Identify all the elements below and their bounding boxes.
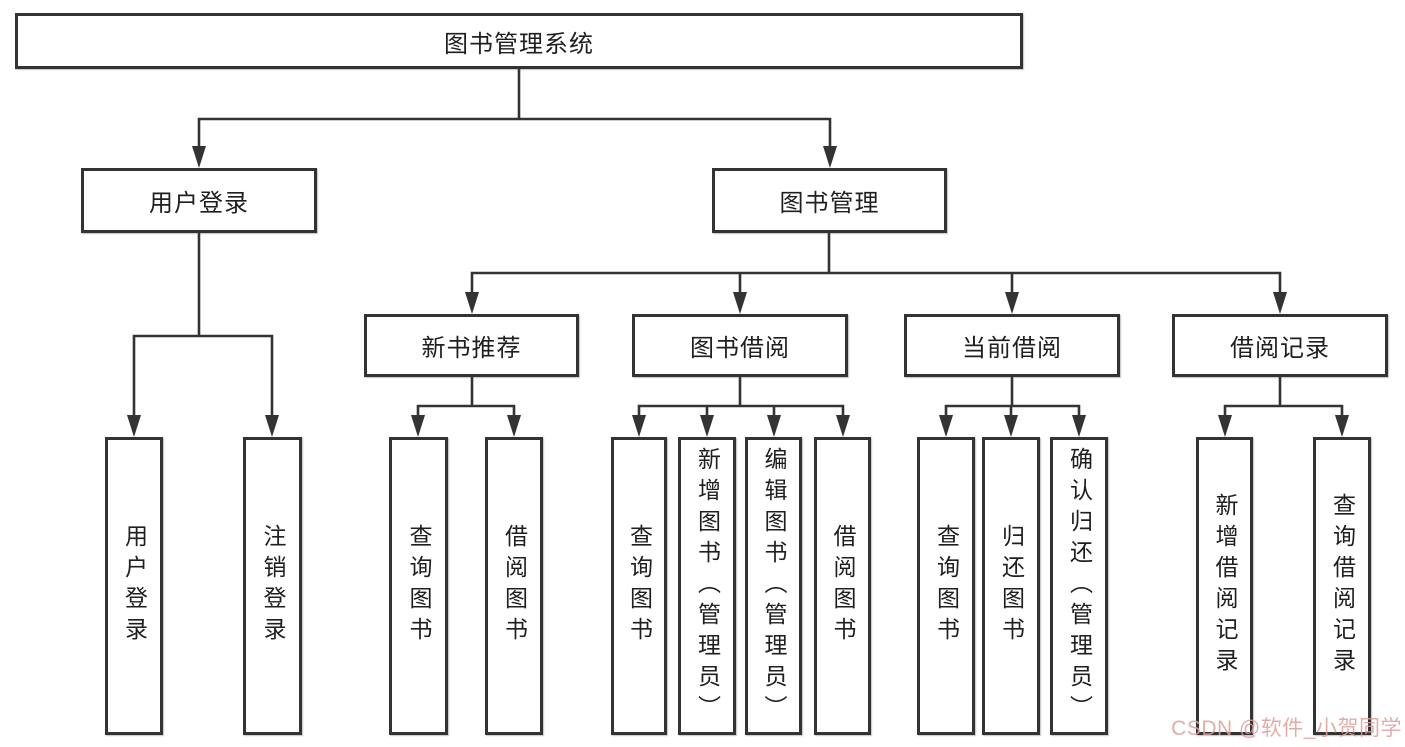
leaf-add-book-admin: 新增图书（管理员） — [678, 437, 736, 735]
leaf-return-book-label: 归还图书 — [998, 524, 1025, 648]
node-borrowing-records-label: 借阅记录 — [1230, 335, 1330, 362]
node-current-borrowing-label: 当前借阅 — [962, 335, 1062, 362]
leaf-add-book-admin-label: 新增图书（管理员） — [694, 446, 721, 726]
leaf-query-book-current-label: 查询图书 — [933, 524, 960, 648]
leaf-query-book-newbook: 查询图书 — [389, 437, 448, 735]
leaf-logout-label: 注销登录 — [260, 524, 286, 648]
node-book-borrowing: 图书借阅 — [632, 314, 848, 377]
leaf-query-borrow-record-label: 查询借阅记录 — [1329, 493, 1356, 679]
leaf-query-book-current: 查询图书 — [917, 437, 975, 735]
node-root-label: 图书管理系统 — [444, 30, 594, 58]
leaf-borrow-book-borrowing: 借阅图书 — [814, 437, 871, 735]
leaf-query-book-newbook-label: 查询图书 — [406, 524, 432, 648]
node-new-book-recommend: 新书推荐 — [364, 314, 579, 377]
leaf-logout: 注销登录 — [243, 437, 302, 735]
node-user-login-label: 用户登录 — [149, 190, 249, 217]
node-user-login: 用户登录 — [81, 168, 317, 233]
node-book-borrowing-label: 图书借阅 — [690, 335, 790, 362]
leaf-user-login: 用户登录 — [105, 437, 163, 735]
node-book-management: 图书管理 — [712, 168, 947, 233]
leaf-borrow-book-newbook: 借阅图书 — [485, 437, 543, 735]
leaf-query-book-borrowing-label: 查询图书 — [626, 524, 653, 648]
leaf-confirm-return-admin: 确认归还（管理员） — [1050, 437, 1108, 735]
node-root-system: 图书管理系统 — [15, 13, 1023, 69]
csdn-watermark: CSDN @软件_小贺同学 — [1171, 717, 1402, 740]
node-book-management-label: 图书管理 — [779, 190, 880, 217]
node-new-book-recommend-label: 新书推荐 — [421, 335, 522, 362]
connector-lines — [132, 67, 1344, 419]
leaf-borrow-book-borrowing-label: 借阅图书 — [830, 524, 856, 648]
leaf-add-borrow-record: 新增借阅记录 — [1196, 437, 1253, 735]
leaf-edit-book-admin-label: 编辑图书（管理员） — [761, 446, 787, 726]
node-borrowing-records: 借阅记录 — [1172, 314, 1388, 377]
leaf-confirm-return-admin-label: 确认归还（管理员） — [1066, 446, 1093, 726]
leaf-add-borrow-record-label: 新增借阅记录 — [1212, 493, 1238, 679]
leaf-return-book: 归还图书 — [982, 437, 1040, 735]
leaf-edit-book-admin: 编辑图书（管理员） — [745, 437, 802, 735]
node-current-borrowing: 当前借阅 — [904, 314, 1120, 377]
leaf-query-book-borrowing: 查询图书 — [611, 437, 667, 735]
leaf-query-borrow-record: 查询借阅记录 — [1313, 437, 1371, 735]
leaf-user-login-label: 用户登录 — [121, 524, 148, 648]
leaf-borrow-book-newbook-label: 借阅图书 — [501, 524, 528, 648]
